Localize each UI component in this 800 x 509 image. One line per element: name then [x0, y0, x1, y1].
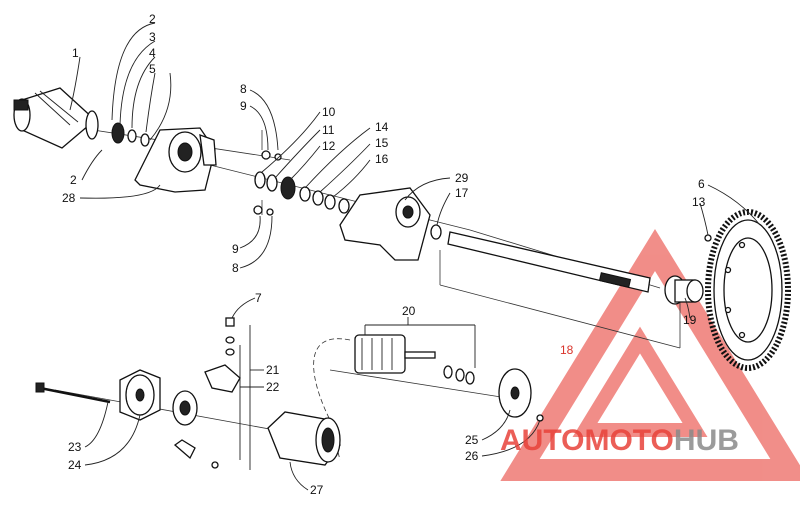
part-starter-motor: [13, 87, 99, 149]
callout-16: 16: [375, 152, 389, 166]
callout-10: 10: [322, 105, 336, 119]
callout-7: 7: [255, 291, 262, 305]
part-support-bracket: [339, 187, 442, 261]
part-drive-shaft: [447, 231, 651, 293]
part-mounting-bracket: [134, 127, 217, 193]
callout-6: 6: [698, 177, 705, 191]
callout-9: 9: [240, 99, 247, 113]
part-bolts-8-9: [253, 150, 282, 216]
part-brush-holder: [172, 390, 219, 469]
callout-8b: 8: [232, 261, 239, 275]
callout-1: 1: [72, 46, 79, 60]
callout-27: 27: [310, 483, 324, 497]
watermark-triangle-logo: [500, 228, 800, 481]
callout-leaders: [69, 22, 761, 491]
callout-8: 8: [240, 82, 247, 96]
part-armature: [354, 334, 475, 385]
callout-28: 28: [62, 191, 76, 205]
callout-26: 26: [465, 449, 479, 463]
part-ring-gear: [705, 209, 791, 371]
callout-29: 29: [455, 171, 469, 185]
callout-15: 15: [375, 136, 389, 150]
watermark-hub: HUB: [674, 424, 739, 457]
part-through-bolt: [35, 382, 111, 404]
callout-13: 13: [692, 195, 706, 209]
part-end-pinion: [664, 275, 704, 305]
callout-21: 21: [266, 363, 280, 377]
part-pinion-gear: [111, 122, 150, 147]
callout-22: 22: [266, 380, 280, 394]
callout-9b: 9: [232, 242, 239, 256]
callout-5: 5: [149, 62, 156, 76]
part-yoke-housing: [267, 411, 341, 466]
watermark-auto: AUTO: [500, 424, 584, 457]
part-drive-gear-set: [254, 171, 350, 214]
callout-2: 2: [149, 12, 156, 26]
part-terminal-assembly: [204, 317, 251, 470]
callout-4: 4: [149, 46, 156, 60]
callout-24: 24: [68, 458, 82, 472]
callout-25: 25: [465, 433, 479, 447]
watermark-moto: MOTO: [584, 424, 673, 457]
callout-2b: 2: [70, 173, 77, 187]
callout-labels: 1 2 3 4 5 2 28 8 9 10 11 12 14 15 16 29 …: [62, 12, 706, 497]
callout-19: 19: [683, 313, 697, 327]
callout-11: 11: [322, 123, 335, 137]
callout-20: 20: [402, 304, 416, 318]
callout-23: 23: [68, 440, 82, 454]
callout-18: 18: [560, 343, 574, 357]
part-end-cap: [119, 369, 161, 421]
part-bolt-13: [704, 234, 712, 242]
watermark-wordmark: AUTOMOTOHUB: [500, 424, 739, 457]
callout-17: 17: [455, 186, 469, 200]
part-end-plate: [498, 368, 544, 422]
callout-12: 12: [322, 139, 336, 153]
callout-14: 14: [375, 120, 389, 134]
svg-text:AUTOMOTOHUB: AUTOMOTOHUB: [500, 424, 739, 457]
callout-3: 3: [149, 30, 156, 44]
